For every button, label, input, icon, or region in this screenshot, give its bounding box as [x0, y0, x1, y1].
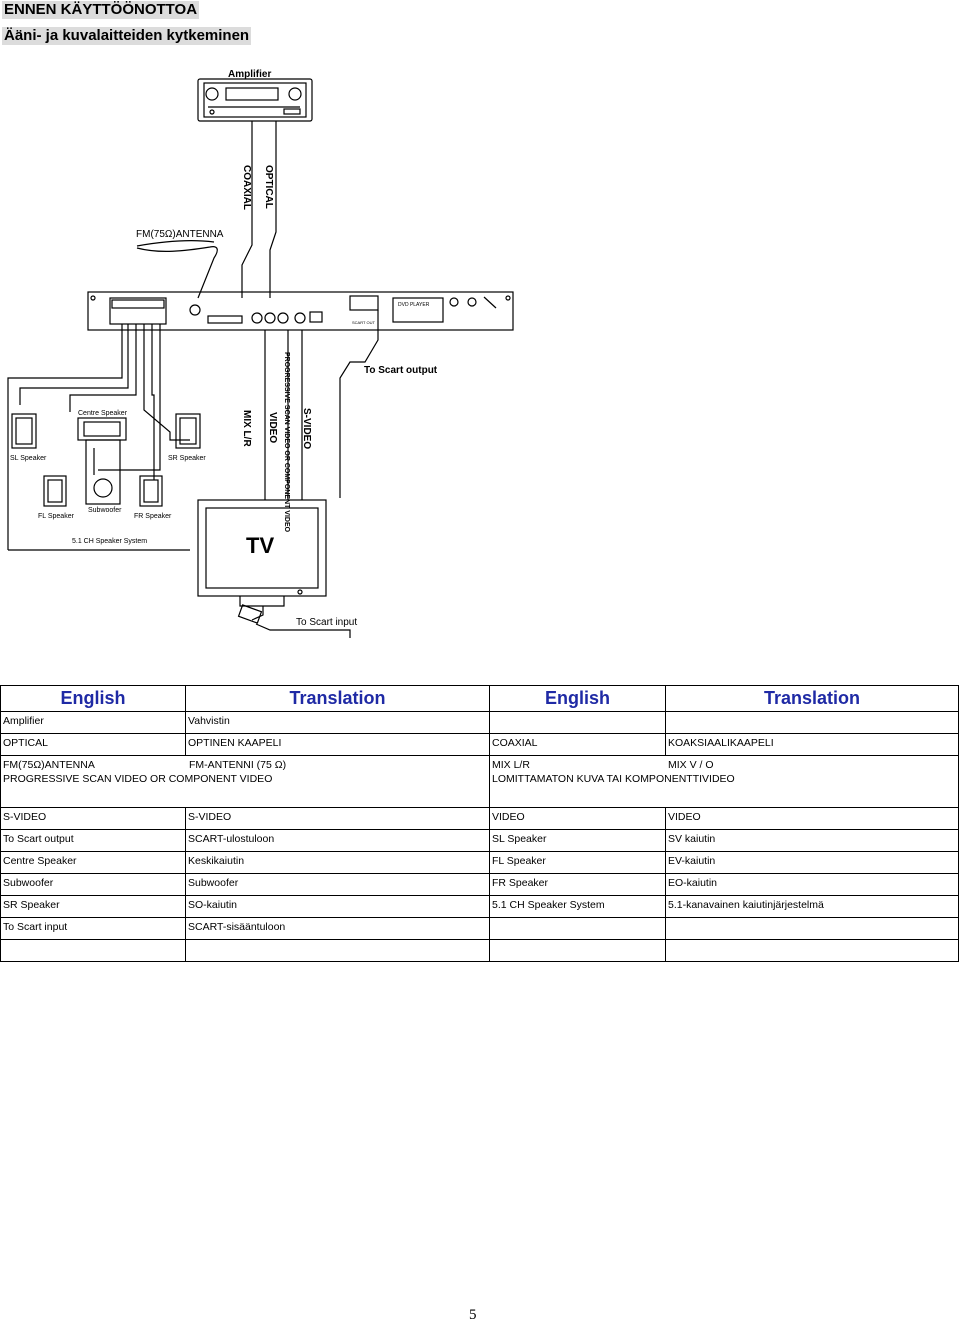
table-cell: VIDEO	[489, 807, 666, 830]
table-cell: S-VIDEO	[185, 807, 490, 830]
table-row: SR Speaker SO-kaiutin 5.1 CH Speaker Sys…	[0, 895, 959, 918]
scart-out-label: SCART OUT	[352, 320, 376, 325]
table-row: FM(75Ω)ANTENNA FM-ANTENNI (75 Ω) PROGRES…	[0, 755, 959, 808]
table-row: Centre Speaker Keskikaiutin FL Speaker E…	[0, 851, 959, 874]
table-cell: SCART-ulostuloon	[185, 829, 490, 852]
tv-label: TV	[246, 533, 274, 558]
page-subheading: Ääni- ja kuvalaitteiden kytkeminen	[2, 27, 252, 45]
table-cell: SL Speaker	[489, 829, 666, 852]
table-cell: To Scart output	[0, 829, 186, 852]
table-cell: SV kaiutin	[665, 829, 959, 852]
table-cell: Amplifier	[0, 711, 186, 734]
table-cell: VIDEO	[665, 807, 959, 830]
table-cell: Subwoofer	[185, 873, 490, 896]
table-header-row: English Translation English Translation	[0, 685, 959, 712]
amplifier-device	[197, 78, 313, 122]
fl-speaker-label: FL Speaker	[38, 513, 75, 520]
table-cell	[665, 939, 959, 962]
table-cell	[665, 917, 959, 940]
table-cell: FM-ANTENNI (75 Ω)	[189, 759, 287, 771]
table-cell: MIX V / O	[668, 759, 714, 771]
table-cell-merged: FM(75Ω)ANTENNA FM-ANTENNI (75 Ω) PROGRES…	[0, 755, 490, 808]
progressive-label: PROGRESSIVE SCAN VIDEO OR COMPONENT VIDE…	[283, 352, 290, 533]
table-cell: FR Speaker	[489, 873, 666, 896]
table-cell: KOAKSIAALIKAAPELI	[665, 733, 959, 756]
table-cell-progressive-en: PROGRESSIVE SCAN VIDEO OR COMPONENT VIDE…	[3, 773, 273, 785]
table-row: Amplifier Vahvistin	[0, 711, 959, 734]
table-cell: Subwoofer	[0, 873, 186, 896]
table-cell-progressive-fi: LOMITTAMATON KUVA TAI KOMPONENTTIVIDEO	[492, 773, 735, 785]
centre-speaker-label: Centre Speaker	[78, 410, 128, 417]
fm-antenna-label: FM(75Ω)ANTENNA	[136, 229, 224, 240]
page-number: 5	[469, 1307, 477, 1323]
video-label: VIDEO	[267, 412, 278, 443]
table-cell: MIX L/R	[492, 759, 530, 771]
centre-speaker	[77, 417, 127, 441]
header-cell: Translation	[185, 685, 490, 712]
s-video-label: S-VIDEO	[301, 408, 312, 449]
sr-speaker-label: SR Speaker	[168, 455, 206, 462]
table-cell: EO-kaiutin	[665, 873, 959, 896]
mix-lr-label: MIX L/R	[241, 410, 252, 447]
system-label: 5.1 CH Speaker System	[72, 538, 147, 545]
table-cell-merged: MIX L/R MIX V / O LOMITTAMATON KUVA TAI …	[489, 755, 959, 808]
table-row: OPTICAL OPTINEN KAAPELI COAXIAL KOAKSIAA…	[0, 733, 959, 756]
table-cell	[665, 711, 959, 734]
table-cell: FM(75Ω)ANTENNA	[3, 759, 95, 771]
to-scart-output-label: To Scart output	[364, 365, 438, 376]
connection-diagram: Amplifier COAXIAL OPTICAL FM(75Ω)ANTENNA…	[7, 69, 514, 638]
optical-label: OPTICAL	[263, 165, 274, 209]
fr-speaker-label: FR Speaker	[134, 513, 172, 520]
table-cell: S-VIDEO	[0, 807, 186, 830]
table-row: S-VIDEO S-VIDEO VIDEO VIDEO	[0, 807, 959, 830]
table-row: To Scart input SCART-sisääntuloon	[0, 917, 959, 940]
table-cell: FL Speaker	[489, 851, 666, 874]
header-cell: English	[0, 685, 186, 712]
coaxial-label: COAXIAL	[241, 165, 252, 210]
table-cell: 5.1-kanavainen kaiutinjärjestelmä	[665, 895, 959, 918]
header-cell: Translation	[665, 685, 959, 712]
table-row: Subwoofer Subwoofer FR Speaker EO-kaiuti…	[0, 873, 959, 896]
dvd-player-label: DVD PLAYER	[398, 302, 430, 308]
table-cell: SCART-sisääntuloon	[185, 917, 490, 940]
table-cell	[0, 939, 186, 962]
subwoofer-label: Subwoofer	[88, 507, 122, 514]
table-row-empty	[0, 939, 959, 962]
table-cell: SO-kaiutin	[185, 895, 490, 918]
table-cell: OPTICAL	[0, 733, 186, 756]
to-scart-input-label: To Scart input	[296, 617, 357, 628]
fr-speaker	[139, 475, 163, 507]
table-cell: SR Speaker	[0, 895, 186, 918]
table-cell	[489, 711, 666, 734]
translation-table: English Translation English Translation …	[0, 685, 959, 962]
header-cell: English	[489, 685, 666, 712]
table-cell	[489, 917, 666, 940]
dvd-player-device	[87, 291, 514, 331]
table-cell: Keskikaiutin	[185, 851, 490, 874]
antenna-wire	[136, 246, 218, 299]
amplifier-label: Amplifier	[228, 69, 271, 80]
table-cell: Vahvistin	[185, 711, 490, 734]
sl-speaker	[11, 413, 37, 449]
table-row: To Scart output SCART-ulostuloon SL Spea…	[0, 829, 959, 852]
table-cell: To Scart input	[0, 917, 186, 940]
table-cell: EV-kaiutin	[665, 851, 959, 874]
subwoofer	[85, 439, 121, 505]
tv-device	[197, 499, 327, 607]
page-heading: ENNEN KÄYTTÖÖNOTTOA	[2, 1, 200, 19]
fl-speaker	[43, 475, 67, 507]
table-cell: 5.1 CH Speaker System	[489, 895, 666, 918]
table-cell: OPTINEN KAAPELI	[185, 733, 490, 756]
table-cell: COAXIAL	[489, 733, 666, 756]
sr-speaker	[175, 413, 201, 449]
table-cell: Centre Speaker	[0, 851, 186, 874]
sl-speaker-label: SL Speaker	[10, 455, 47, 462]
table-cell	[185, 939, 490, 962]
table-cell	[489, 939, 666, 962]
